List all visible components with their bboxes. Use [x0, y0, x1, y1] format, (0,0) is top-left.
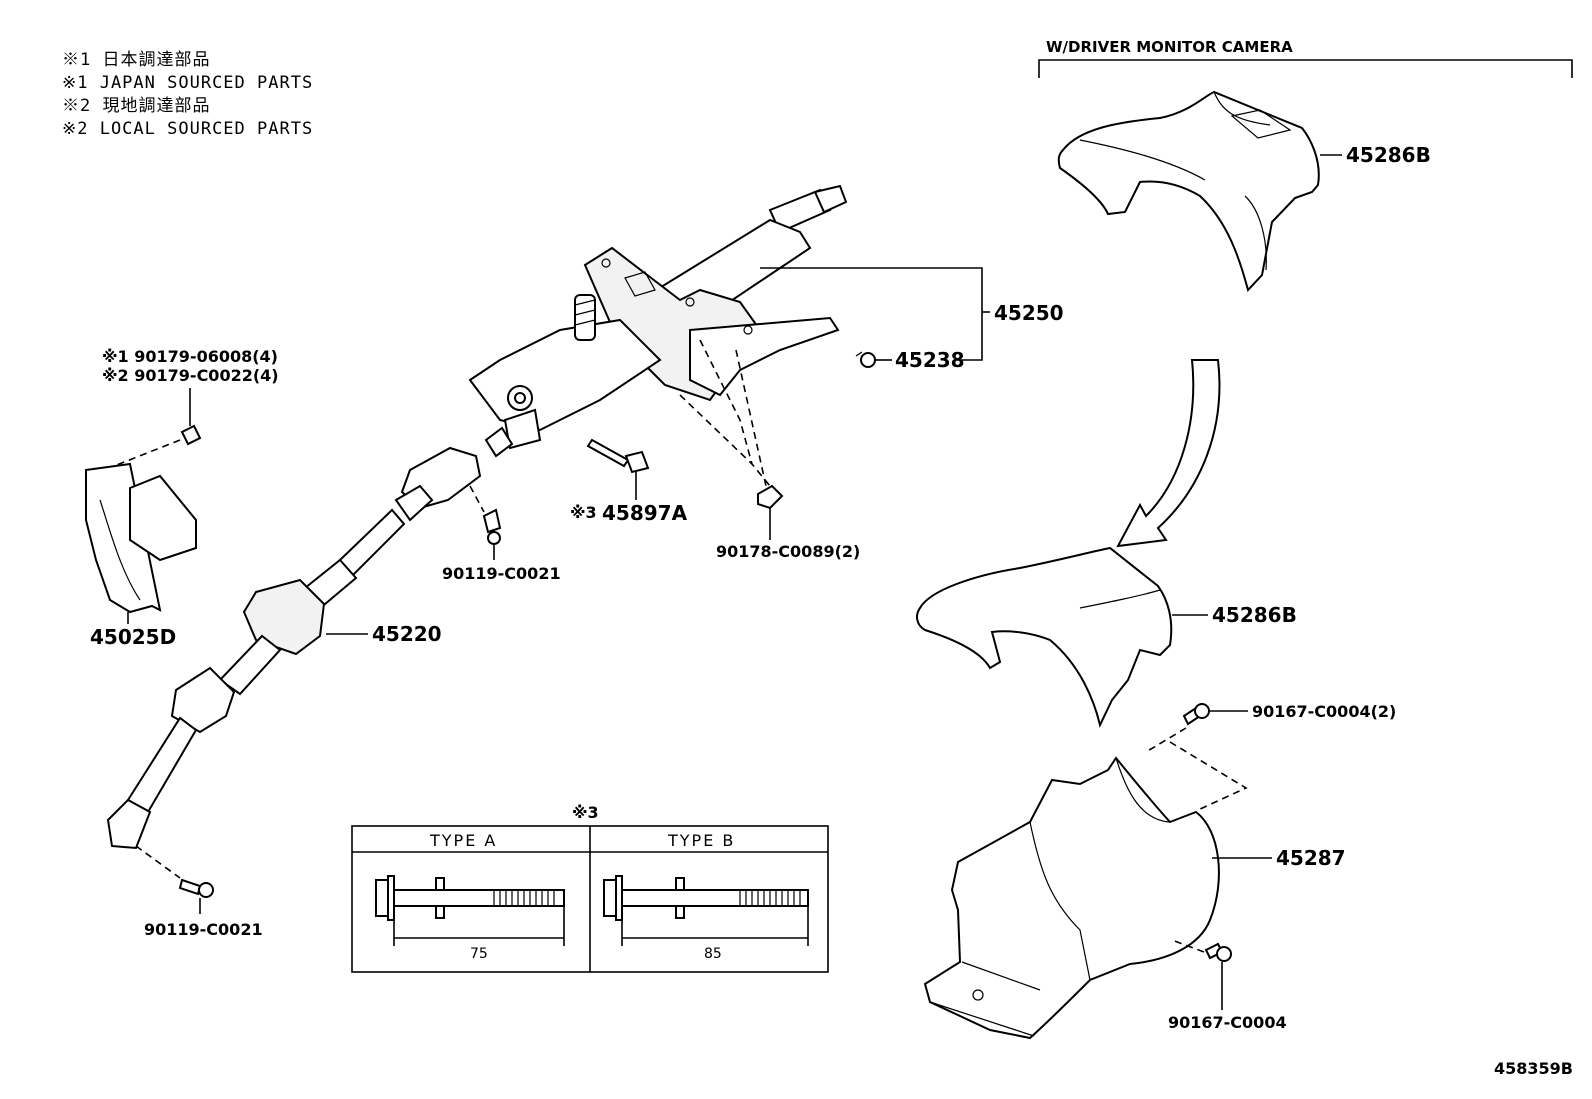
note-line-3: ※2 現地調達部品 — [62, 96, 210, 116]
label-45286b-mid: 45286B — [1212, 603, 1297, 627]
label-90167-single: 90167-C0004 — [1168, 1013, 1287, 1032]
column-boot-45025d — [85, 462, 197, 614]
note-line-2: ※1 JAPAN SOURCED PARTS — [62, 73, 313, 93]
table-type-b: TYPE B — [667, 831, 735, 850]
leader-45250-bracket — [760, 267, 983, 361]
mark-45897a: ※3 — [570, 503, 597, 522]
sourcing-notes: ※1 日本調達部品 ※1 JAPAN SOURCED PARTS ※2 現地調達… — [62, 50, 313, 139]
label-45287: 45287 — [1276, 846, 1346, 870]
nut-45238 — [855, 351, 876, 368]
intermediate-shaft — [106, 426, 514, 850]
upper-column-cover-camera — [1057, 90, 1320, 293]
lower-column-cover — [923, 756, 1220, 1040]
table-type-a: TYPE A — [429, 831, 497, 850]
figure-id: 458359B — [1494, 1059, 1573, 1078]
label-45238: 45238 — [895, 348, 965, 372]
label-90119-lower: 90119-C0021 — [144, 920, 263, 939]
label-45897a: 45897A — [602, 501, 688, 525]
length-b: 85 — [704, 946, 722, 962]
label-45250: 45250 — [994, 301, 1064, 325]
screw-90167-pair — [1182, 703, 1210, 726]
label-90179-ref2: ※2 90179-C0022(4) — [102, 366, 279, 385]
label-90178: 90178-C0089(2) — [716, 542, 860, 561]
label-45220: 45220 — [372, 622, 442, 646]
bolt-45897a — [586, 438, 650, 474]
nut-90178 — [757, 484, 784, 510]
header-bracket — [1038, 59, 1573, 78]
screw-90167-single — [1204, 942, 1232, 962]
driver-monitor-header: W/DRIVER MONITOR CAMERA — [1046, 38, 1293, 56]
driver-monitor-camera-group: W/DRIVER MONITOR CAMERA — [1038, 38, 1573, 78]
label-90167-pair: 90167-C0004(2) — [1252, 702, 1396, 721]
steering-column-assembly — [468, 184, 848, 450]
nut-90179 — [180, 424, 202, 446]
bolt-90119-upper — [482, 508, 502, 545]
label-45025d: 45025D — [90, 625, 176, 649]
bolt-90119-lower — [178, 878, 214, 898]
transition-arrow — [1116, 359, 1221, 548]
note-line-4: ※2 LOCAL SOURCED PARTS — [62, 119, 313, 139]
label-45286b-top: 45286B — [1346, 143, 1431, 167]
length-a: 75 — [470, 946, 488, 962]
bolt-type-table: ※3 TYPE A TYPE B 75 85 — [351, 803, 829, 973]
note-line-1: ※1 日本調達部品 — [62, 50, 210, 70]
label-90119-upper: 90119-C0021 — [442, 564, 561, 583]
table-mark: ※3 — [572, 803, 599, 822]
label-90179-ref1: ※1 90179-06008(4) — [102, 347, 278, 366]
upper-column-cover — [916, 546, 1173, 728]
